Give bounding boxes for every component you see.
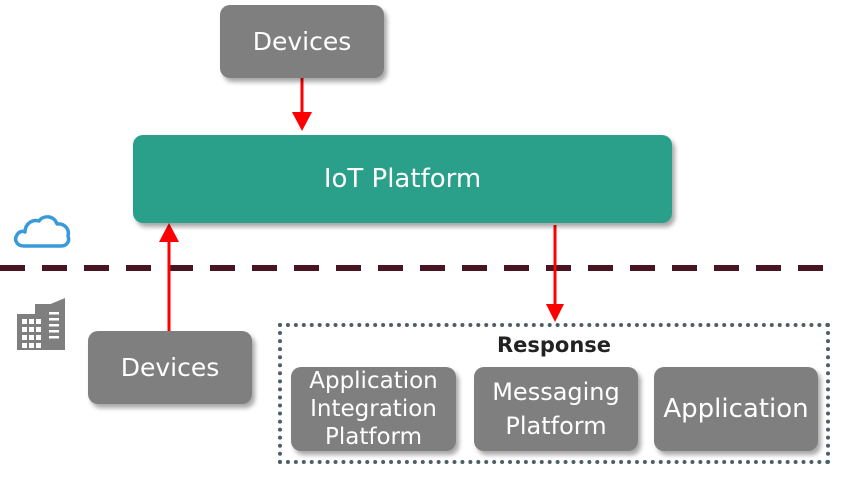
arrow-iot-to-response bbox=[546, 225, 564, 322]
application-node: Application bbox=[654, 367, 818, 451]
response-group bbox=[278, 323, 830, 464]
messaging-platform-node: Messaging Platform bbox=[474, 367, 638, 451]
application-integration-platform-node: Application Integration Platform bbox=[291, 367, 456, 451]
arrow-onprem-devices-to-iot bbox=[159, 223, 179, 331]
cloud-icon bbox=[13, 215, 71, 248]
messaging-platform-label: Messaging Platform bbox=[492, 378, 620, 440]
response-label: Response bbox=[496, 333, 612, 357]
devices-onprem-label: Devices bbox=[120, 353, 220, 382]
building-icon bbox=[17, 298, 65, 350]
iot-platform-node: IoT Platform bbox=[133, 135, 672, 223]
iot-platform-label: IoT Platform bbox=[323, 164, 482, 194]
devices-cloud-node: Devices bbox=[220, 5, 384, 78]
devices-cloud-label: Devices bbox=[252, 27, 352, 56]
application-label: Application bbox=[663, 394, 809, 424]
application-integration-platform-label: Application Integration Platform bbox=[309, 368, 438, 450]
devices-onprem-node: Devices bbox=[88, 331, 252, 404]
arrow-devices-to-iot bbox=[292, 78, 312, 131]
